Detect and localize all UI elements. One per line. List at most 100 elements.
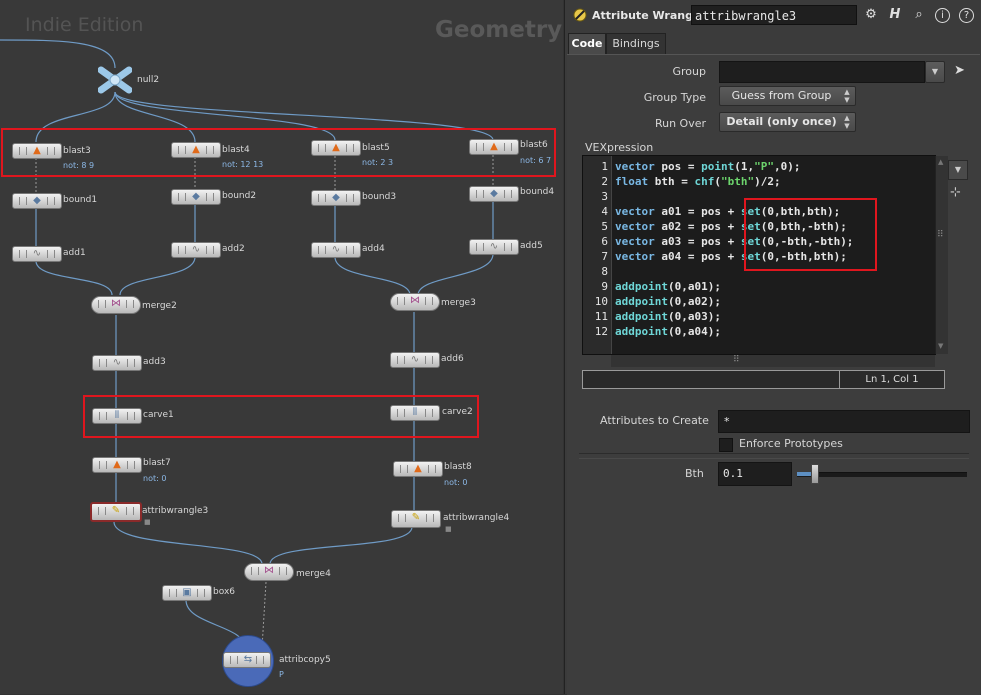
node-sublabel: not: 6 7 [520,156,552,165]
code-line: addpoint(0,a03); [615,310,721,323]
node-label: blast4 [222,145,250,155]
bth-slider-fill [797,472,814,476]
search-icon[interactable]: ⌕ [915,7,923,22]
node-label: blast5 [362,143,390,153]
code-line: addpoint(0,a02); [615,295,721,308]
bound-icon: ◆ [490,188,498,199]
attributes-to-create-label: Attributes to Create [600,414,709,427]
scroll-down-icon[interactable]: ▼ [938,342,944,350]
node-body: ▲ [92,457,142,473]
node-body: ▲ [171,142,221,158]
tab-code[interactable]: Code [568,33,606,54]
node-body: ▣ [162,585,212,601]
wrangle-icon: ✎ [411,512,421,523]
cursor-position: Ln 1, Col 1 [839,371,944,388]
node-label: add4 [362,244,385,254]
highlight-box-carves [83,395,479,438]
add-icon: ∿ [32,248,42,259]
code-menu-button[interactable]: ▼ [948,160,968,180]
scroll-up-icon[interactable]: ▲ [938,158,944,166]
line-number: 9 [601,280,608,293]
node-body: ▲ [311,140,361,156]
node-body: ⇆ [223,652,271,668]
context-watermark: Geometry [435,17,563,43]
tab-bindings[interactable]: Bindings [606,33,666,54]
node-label: add6 [441,354,464,364]
node-label: bound4 [520,187,555,197]
bth-slider-handle[interactable] [811,464,819,484]
gear-icon[interactable]: ⚙ [865,7,877,22]
node-label: blast8 [444,462,472,472]
enforce-prototypes-checkbox[interactable] [719,438,733,452]
node-body: ◆ [469,186,519,202]
node-body: ▲ [393,461,443,477]
help-h-icon[interactable]: H [889,7,901,22]
blast-icon: ▲ [490,141,498,152]
up-down-arrows-icon: ▲▼ [844,114,850,130]
highlight-box-blasts [1,128,556,177]
attributes-to-create-field[interactable]: * [718,410,970,433]
node-body: ▲ [469,139,519,155]
code-line: vector a03 = pos + set(0,-bth,-bth); [615,235,854,248]
line-number: 6 [601,235,608,248]
node-sublabel: P [279,670,284,679]
blast-icon: ▲ [33,145,41,156]
node-body: ∿ [311,242,361,258]
node-label: add1 [63,248,86,258]
group-type-label: Group Type [643,91,706,104]
group-dropdown-button[interactable]: ▼ [925,61,945,83]
node-body: ◆ [311,190,361,206]
vertical-scrollbar[interactable]: ▲ ⠿ ▼ [935,156,948,354]
horizontal-scrollbar[interactable]: ⠿ [611,355,935,367]
blast-icon: ▲ [414,463,422,474]
lock-icon: ■ [445,525,452,533]
node-sublabel: not: 0 [444,478,468,487]
node-body: ⋈ [244,563,294,581]
node-label: bound2 [222,191,257,201]
blast-icon: ▲ [113,459,121,470]
node-sublabel: not: 12 13 [222,160,264,169]
node-wires [0,39,494,649]
group-type-value: Guess from Group [731,89,832,102]
run-over-menu[interactable]: Detail (only once) ▲▼ [719,112,856,132]
merge-icon: ⋈ [111,298,121,309]
node-label: merge4 [296,569,331,579]
line-number: 3 [601,190,608,203]
node-label: add5 [520,241,543,251]
node-name-field[interactable]: attribwrangle3 [691,5,857,25]
add-icon: ∿ [191,244,201,255]
parameter-add-icon[interactable]: ⊹ [950,185,961,200]
node-label: blast3 [63,146,91,156]
group-field[interactable] [719,61,925,83]
node-sublabel: not: 0 [143,474,167,483]
node-label: null2 [137,75,160,85]
node-label: attribcopy5 [279,655,331,665]
bth-value-field[interactable]: 0.1 [718,462,792,486]
network-editor[interactable]: Indie Edition Geometry [0,0,563,694]
scroll-grip-icon[interactable]: ⠿ [937,230,944,240]
node-label: add2 [222,244,245,254]
edition-watermark: Indie Edition [25,14,144,36]
node-body: ◆ [171,189,221,205]
code-line: addpoint(0,a01); [615,280,721,293]
select-arrow-icon[interactable]: ➤ [954,63,965,78]
bth-slider-track[interactable] [797,472,967,477]
node-body: ◆ [12,193,62,209]
scroll-grip-icon[interactable]: ⠿ [733,355,740,365]
bound-icon: ◆ [332,192,340,203]
line-number: 5 [601,220,608,233]
node-label: box6 [213,587,235,597]
highlight-box-set-calls [744,198,877,271]
parameter-header: Attribute Wrangle attribwrangle3 ⚙ H ⌕ i… [565,0,981,30]
group-type-menu[interactable]: Guess from Group ▲▼ [719,86,856,106]
up-down-arrows-icon: ▲▼ [844,88,850,104]
lock-icon: ■ [144,518,151,526]
node-label: carve2 [442,407,473,417]
line-number: 1 [601,160,608,173]
node-body: ∿ [171,242,221,258]
question-icon[interactable]: ? [959,8,974,23]
add-icon: ∿ [489,241,499,252]
bound-icon: ◆ [192,191,200,202]
info-icon[interactable]: i [935,8,950,23]
